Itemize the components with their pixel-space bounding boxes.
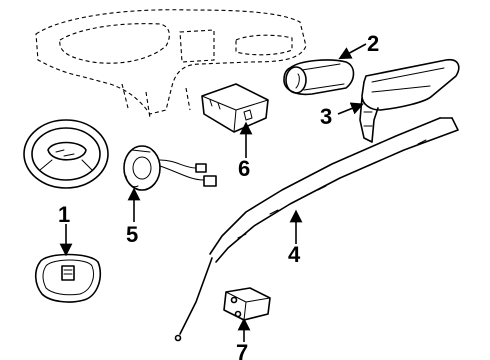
passenger-airbag-with-bracket [359, 58, 460, 143]
clock-spring-coil [123, 145, 217, 191]
diagnostic-module [201, 83, 269, 133]
callout-7: 7 [236, 340, 248, 360]
steering-wheel [23, 119, 109, 189]
callout-1: 1 [58, 202, 70, 227]
callout-4: 4 [288, 242, 301, 267]
leader-arrows [59, 43, 367, 342]
impact-sensor [223, 287, 271, 321]
roof-rail-airbag [174, 117, 459, 342]
callout-5: 5 [126, 222, 138, 247]
callout-3: 3 [320, 104, 332, 129]
callout-2: 2 [367, 31, 379, 56]
driver-airbag-module [34, 253, 102, 303]
passenger-airbag-module [283, 59, 355, 96]
callout-6: 6 [238, 156, 250, 181]
instrument-panel-outline [35, 9, 307, 119]
